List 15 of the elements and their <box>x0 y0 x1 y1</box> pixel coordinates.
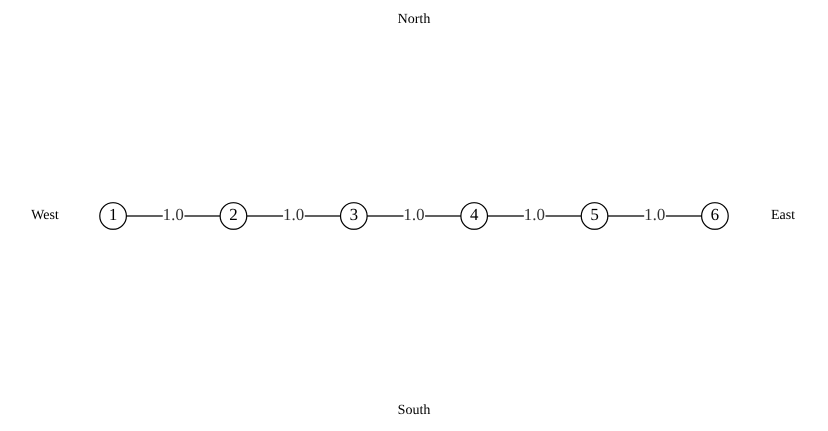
compass-label: South <box>398 403 430 419</box>
edge-label: 1.0 <box>644 206 666 225</box>
compass-label: East <box>770 208 796 224</box>
compass-label: West <box>31 208 59 224</box>
node-circle: 1 <box>99 202 127 230</box>
node-circle: 4 <box>460 202 488 230</box>
edge-label: 1.0 <box>524 206 545 225</box>
compass-label: North <box>398 12 430 28</box>
node-circle: 3 <box>340 202 368 230</box>
edge-label: 1.0 <box>283 206 304 225</box>
node-circle: 2 <box>220 202 248 230</box>
edge-label: 1.0 <box>403 206 425 225</box>
edge-label: 1.0 <box>162 206 184 225</box>
node-circle: 5 <box>580 202 608 230</box>
node-circle: 6 <box>701 202 729 230</box>
